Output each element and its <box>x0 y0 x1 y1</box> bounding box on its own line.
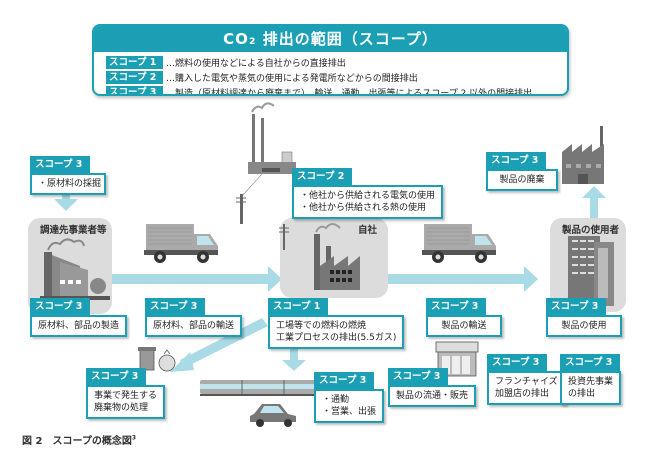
scope-tag: スコープ 3 <box>487 354 548 371</box>
arrow-commute <box>290 342 298 362</box>
scope-box-franchise: スコープ 3 フランチャイズ 加盟店の排出 <box>487 350 566 405</box>
scope-definition-panel: CO₂ 排出の範囲（スコープ） スコープ 1 …燃料の使用などによる自社からの直… <box>92 24 569 96</box>
scope-box-waste: スコープ 3 事業で発生する 廃棄物の処理 <box>86 364 166 419</box>
scope-box-commute: スコープ 3 ・通勤 ・営業、出張 <box>314 368 385 423</box>
scope-line: 投資先事業 <box>568 377 614 387</box>
scope-tag: スコープ 3 <box>314 372 375 389</box>
scope-body: ・原材料の採掘 <box>30 173 106 195</box>
scope-line: フランチャイズ <box>495 377 558 387</box>
scope-tag: スコープ 3 <box>30 156 91 173</box>
definition-row: スコープ 2 …購入した電気や蒸気の使用による発電所などからの間接排出 <box>94 70 567 84</box>
figure-caption: 図 2 スコープの概念図3 <box>22 432 136 447</box>
arrow-own-to-user <box>388 274 526 284</box>
scope-line: 原材料、部品の製造 <box>38 321 120 331</box>
scope-tag: スコープ 3 <box>86 368 147 385</box>
scope-tag: スコープ 3 <box>145 298 206 315</box>
scope-tag: スコープ 1 <box>268 298 329 315</box>
scope-line: ・他社から供給される電気の使用 <box>300 191 436 201</box>
scope-line: 製品の輸送 <box>441 321 487 331</box>
caption-footnote: 3 <box>131 434 137 442</box>
scope-tag: スコープ 1 <box>106 55 163 69</box>
definition-text: …製造（原材料調達から廃棄まで）、輸送、通勤、出張等によるスコープ 2 以外の間… <box>166 88 533 96</box>
scope-line: 原材料、部品の輸送 <box>153 321 235 331</box>
own-company-label: 自社 <box>358 225 378 236</box>
truck-icon <box>422 224 496 263</box>
office-building-icon <box>568 236 614 306</box>
scope-body: 投資先事業 の排出 <box>560 371 622 405</box>
scope-line: 製品の流通・販売 <box>396 391 469 401</box>
scope-tag: スコープ 3 <box>486 152 547 169</box>
caption-text: 図 2 スコープの概念図 <box>22 436 132 447</box>
scope-box-product-use: スコープ 3 製品の使用 <box>546 294 622 337</box>
scope-line: 廃棄物の処理 <box>94 403 149 413</box>
definition-row: スコープ 3 …製造（原材料調達から廃棄まで）、輸送、通勤、出張等によるスコープ… <box>94 85 567 96</box>
scope-box-raw-manufacture: スコープ 3 原材料、部品の製造 <box>30 294 128 337</box>
scope-tag: スコープ 2 <box>292 168 353 185</box>
scope-body: ・通勤 ・営業、出張 <box>314 389 385 423</box>
scope-box-product-transport: スコープ 3 製品の輸送 <box>426 294 502 337</box>
scope-line: 製品の廃棄 <box>499 175 545 185</box>
scope-box-own-emission: スコープ 1 工場等での燃料の燃焼 工業プロセスの排出(5.5ガス) <box>268 294 405 349</box>
car-icon <box>250 404 296 427</box>
diagram-title: CO₂ 排出の範囲（スコープ） <box>94 26 567 52</box>
scope-body: 原材料、部品の輸送 <box>145 315 243 337</box>
scope-box-investment: スコープ 3 投資先事業 の排出 <box>560 350 622 405</box>
own-factory-icon <box>314 223 360 290</box>
scope-line: ・他社から供給される熱の使用 <box>300 203 427 213</box>
disposal-factory-icon <box>562 126 604 184</box>
scope-line: ・原材料の採掘 <box>38 179 102 189</box>
arrow-up-disposal <box>590 196 598 220</box>
arrow-head-supplier <box>54 199 78 211</box>
scope-tag: スコープ 3 <box>388 368 449 385</box>
garbage-bag-icon <box>158 349 176 372</box>
truck-icon <box>144 224 218 263</box>
product-user-label: 製品の使用者 <box>562 225 620 236</box>
arrow-supplier-to-own <box>110 274 270 284</box>
power-plant-icon <box>236 102 296 250</box>
scope-body: ・他社から供給される電気の使用 ・他社から供給される熱の使用 <box>292 185 444 219</box>
scope-tag: スコープ 3 <box>546 298 607 315</box>
scope-box-raw-transport: スコープ 3 原材料、部品の輸送 <box>145 294 243 337</box>
arrow-to-waste <box>180 318 268 368</box>
scope-tag: スコープ 3 <box>426 298 487 315</box>
scope-line: 製品の使用 <box>561 321 607 331</box>
scope-body: 製品の使用 <box>546 315 622 337</box>
scope-body: フランチャイズ 加盟店の排出 <box>487 371 566 405</box>
scope-tag: スコープ 3 <box>560 354 621 371</box>
scope-body: 事業で発生する 廃棄物の処理 <box>86 385 166 419</box>
scope-body: 製品の流通・販売 <box>388 385 477 407</box>
scope-line: ・通勤 <box>322 395 350 405</box>
scope-box-raw-extraction: スコープ 3 ・原材料の採掘 <box>30 152 106 195</box>
scope-line: 事業で発生する <box>94 391 158 401</box>
scope-tag: スコープ 2 <box>106 70 163 84</box>
scope-body: 工場等での燃料の燃焼 工業プロセスの排出(5.5ガス) <box>268 315 405 349</box>
definition-text: …燃料の使用などによる自社からの直接排出 <box>166 58 346 69</box>
scope-body: 製品の輸送 <box>426 315 502 337</box>
scope-tag: スコープ 3 <box>30 298 91 315</box>
scope-body: 原材料、部品の製造 <box>30 315 128 337</box>
train-icon <box>200 380 326 396</box>
scope-line: ・営業、出張 <box>322 407 377 417</box>
supplier-label: 調達先事業者等 <box>40 225 107 236</box>
scope-line: の排出 <box>568 389 596 399</box>
definition-text: …購入した電気や蒸気の使用による発電所などからの間接排出 <box>166 73 418 84</box>
trash-can-icon <box>138 347 156 371</box>
scope-body: 製品の廃棄 <box>486 169 558 191</box>
scope-box-distribution: スコープ 3 製品の流通・販売 <box>388 364 477 407</box>
scope-box-purchased-energy: スコープ 2 ・他社から供給される電気の使用 ・他社から供給される熱の使用 <box>292 164 444 219</box>
store-icon <box>435 341 479 377</box>
scope-line: 工場等での燃料の燃焼 <box>276 321 367 331</box>
definition-row: スコープ 1 …燃料の使用などによる自社からの直接排出 <box>94 55 567 69</box>
scope-tag: スコープ 3 <box>106 85 163 94</box>
scope-line: 加盟店の排出 <box>495 389 550 399</box>
scope-line: 工業プロセスの排出(5.5ガス) <box>276 333 397 343</box>
scope-box-product-disposal: スコープ 3 製品の廃棄 <box>486 148 558 191</box>
